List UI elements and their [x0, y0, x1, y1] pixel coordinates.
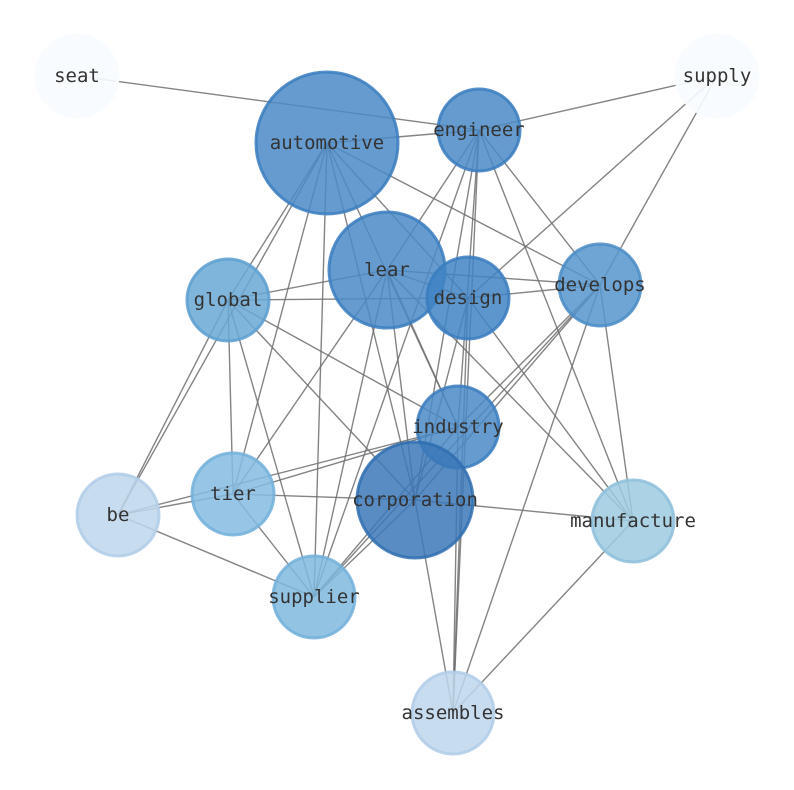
- node-circle-supply: [674, 33, 760, 119]
- node-label-manufacture: manufacture: [570, 510, 696, 532]
- node-label-automotive: automotive: [270, 132, 384, 154]
- edge-automotive-supplier: [313, 142, 328, 598]
- node-label-corporation: corporation: [352, 489, 478, 511]
- node-circle-engineer: [436, 87, 522, 173]
- node-label-supplier: supplier: [268, 586, 360, 608]
- edge-global-industry: [227, 299, 459, 428]
- node-label-be: be: [107, 504, 130, 526]
- node-label-engineer: engineer: [433, 119, 525, 141]
- node-circle-seat: [34, 33, 120, 119]
- node-circle-assembles: [410, 670, 496, 756]
- edge-engineer-manufacture: [478, 129, 634, 522]
- node-label-seat: seat: [54, 65, 100, 87]
- node-label-supply: supply: [683, 65, 752, 87]
- node-supply: supply: [674, 33, 760, 119]
- edge-supply-design: [467, 75, 718, 299]
- node-label-design: design: [434, 287, 503, 309]
- node-circle-global: [185, 257, 271, 343]
- edge-develops-assembles: [452, 284, 601, 714]
- node-global: global: [185, 257, 271, 343]
- node-be: be: [75, 472, 161, 558]
- node-label-assembles: assembles: [402, 702, 505, 724]
- node-circle-tier: [190, 451, 276, 537]
- edge-design-manufacture: [467, 297, 634, 522]
- node-design: design: [425, 255, 511, 341]
- edge-engineer-supplier: [313, 129, 480, 598]
- node-supplier: supplier: [268, 554, 360, 640]
- node-label-tier: tier: [210, 483, 256, 505]
- node-circle-supplier: [271, 554, 357, 640]
- node-label-global: global: [194, 289, 263, 311]
- node-layer: seat supply automotive engineer lear design de…: [34, 33, 760, 756]
- node-circle-automotive: [254, 70, 400, 216]
- node-circle-design: [425, 255, 511, 341]
- node-label-develops: develops: [554, 274, 646, 296]
- edge-manufacture-assembles: [452, 520, 634, 714]
- node-manufacture: manufacture: [570, 478, 696, 564]
- node-corporation: corporation: [352, 440, 478, 560]
- node-tier: tier: [190, 451, 276, 537]
- node-assembles: assembles: [402, 670, 505, 756]
- node-circle-develops: [557, 242, 643, 328]
- edge-global-supplier: [227, 299, 315, 598]
- node-engineer: engineer: [433, 87, 525, 173]
- node-circle-corporation: [355, 440, 475, 560]
- node-label-lear: lear: [364, 259, 410, 281]
- node-label-industry: industry: [412, 416, 504, 438]
- edge-industry-be: [117, 426, 459, 516]
- node-automotive: automotive: [254, 70, 400, 216]
- node-circle-manufacture: [590, 478, 676, 564]
- node-develops: develops: [554, 242, 646, 328]
- node-seat: seat: [34, 33, 120, 119]
- edge-layer: [76, 75, 718, 714]
- node-circle-be: [75, 472, 161, 558]
